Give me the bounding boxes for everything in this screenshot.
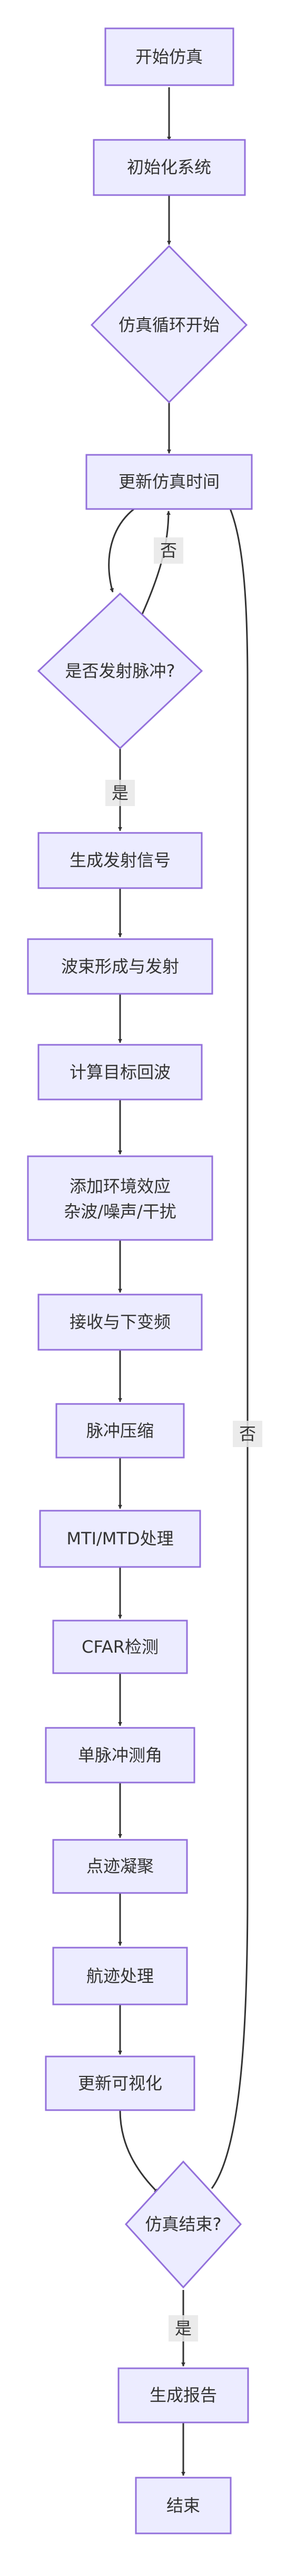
edge-label-yes-end: 是 bbox=[175, 2318, 192, 2338]
node-viz: 更新可视化 bbox=[45, 2055, 195, 2111]
node-init: 初始化系统 bbox=[93, 139, 246, 196]
node-start: 开始仿真 bbox=[104, 27, 234, 86]
node-env-effects: 添加环境效应 杂波/噪声/干扰 bbox=[27, 1155, 213, 1241]
node-sim-end: 仿真结束? bbox=[124, 2160, 242, 2289]
node-gen-signal: 生成发射信号 bbox=[37, 832, 203, 889]
svg-text:单脉冲测角: 单脉冲测角 bbox=[78, 1745, 162, 1765]
svg-text:CFAR检测: CFAR检测 bbox=[82, 1637, 159, 1657]
edges bbox=[108, 87, 249, 2476]
svg-text:航迹处理: 航迹处理 bbox=[86, 1966, 154, 1986]
node-beam-tx: 波束形成与发射 bbox=[27, 938, 213, 995]
node-cfar: CFAR检测 bbox=[52, 1620, 188, 1674]
edge-labels: 否 是 否 是 bbox=[105, 537, 262, 2341]
node-end: 结束 bbox=[135, 2477, 232, 2534]
node-track: 航迹处理 bbox=[52, 1947, 188, 2005]
svg-text:更新仿真时间: 更新仿真时间 bbox=[119, 472, 220, 492]
svg-text:点迹凝聚: 点迹凝聚 bbox=[86, 1856, 154, 1876]
edge-label-no-end: 否 bbox=[239, 1424, 256, 1444]
edge-label-yes-transmit: 是 bbox=[112, 783, 129, 803]
node-rx-downconv: 接收与下变频 bbox=[37, 1294, 203, 1351]
edge-update-decision bbox=[108, 507, 136, 593]
node-report: 生成报告 bbox=[117, 2367, 249, 2424]
svg-text:杂波/噪声/干扰: 杂波/噪声/干扰 bbox=[64, 1202, 176, 1221]
svg-text:更新可视化: 更新可视化 bbox=[78, 2073, 162, 2093]
node-update-time: 更新仿真时间 bbox=[85, 454, 253, 510]
node-loop-start: 仿真循环开始 bbox=[90, 245, 248, 404]
edge-label-no-transmit: 否 bbox=[160, 541, 177, 561]
svg-text:计算目标回波: 计算目标回波 bbox=[70, 1062, 171, 1082]
edge-viz-simend bbox=[119, 2110, 159, 2194]
svg-text:是否发射脉冲?: 是否发射脉冲? bbox=[65, 661, 175, 681]
svg-text:生成报告: 生成报告 bbox=[150, 2385, 217, 2405]
svg-text:接收与下变频: 接收与下变频 bbox=[70, 1312, 171, 1332]
edge-simend-no-update bbox=[204, 474, 249, 2189]
nodes: 开始仿真 初始化系统 仿真循环开始 更新仿真时间 是否发射脉冲? 生成发射信号 … bbox=[27, 27, 253, 2534]
svg-text:脉冲压缩: 脉冲压缩 bbox=[86, 1421, 154, 1441]
node-is-transmit: 是否发射脉冲? bbox=[37, 592, 203, 750]
svg-text:MTI/MTD处理: MTI/MTD处理 bbox=[66, 1529, 173, 1549]
svg-text:仿真循环开始: 仿真循环开始 bbox=[119, 315, 220, 335]
svg-text:生成发射信号: 生成发射信号 bbox=[70, 850, 171, 870]
node-target-echo: 计算目标回波 bbox=[37, 1044, 203, 1101]
node-pulse-comp: 脉冲压缩 bbox=[55, 1403, 185, 1459]
node-plot-agg: 点迹凝聚 bbox=[52, 1839, 188, 1894]
svg-text:波束形成与发射: 波束形成与发射 bbox=[61, 956, 179, 976]
svg-text:结束: 结束 bbox=[166, 2496, 200, 2516]
svg-text:初始化系统: 初始化系统 bbox=[127, 157, 211, 177]
node-monopulse: 单脉冲测角 bbox=[45, 1727, 195, 1784]
svg-text:添加环境效应: 添加环境效应 bbox=[70, 1176, 171, 1196]
svg-text:开始仿真: 开始仿真 bbox=[135, 47, 203, 67]
node-mti-mtd: MTI/MTD处理 bbox=[39, 1510, 201, 1568]
svg-text:仿真结束?: 仿真结束? bbox=[145, 2214, 222, 2234]
